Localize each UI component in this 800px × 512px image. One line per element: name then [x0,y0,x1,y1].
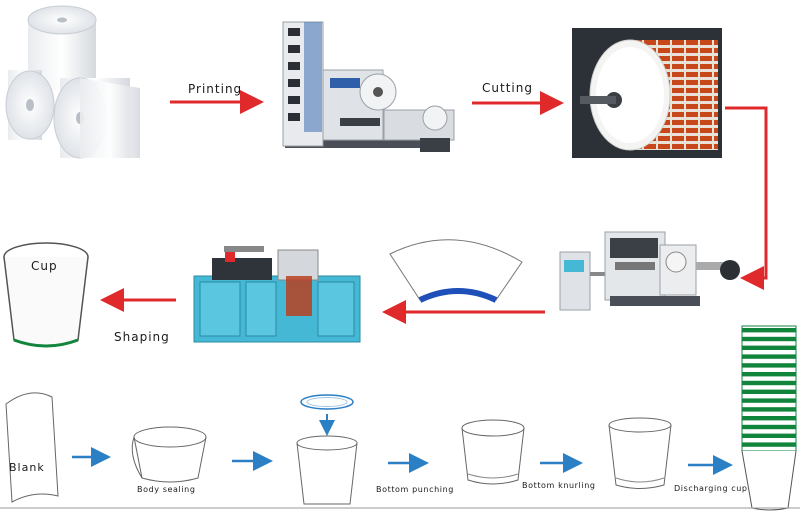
stack-stripe [742,389,796,394]
finished-cup-image [3,242,89,348]
blank-outline [5,392,59,503]
bottom-knurling-label: Bottom knurling [522,481,596,490]
discharging-cup-label: Discharging cup [674,484,748,493]
stack-stripe [742,424,796,430]
stack-stripe [742,380,796,386]
bottom-knurling-shape [461,419,525,485]
cup-blank-fan-image [389,239,523,303]
stack-stripe [742,328,796,333]
paper-rolls-image [5,5,140,159]
stack-stripe [742,407,796,412]
discharging-cup-shape [608,417,672,489]
printed-roll-image [572,28,722,158]
cup-label: Cup [31,259,58,273]
stack-stripe [742,433,796,438]
body-sealing-label: Body sealing [137,485,196,494]
stack-stripe [742,416,796,421]
cutting-label: Cutting [482,81,533,95]
stack-stripe [742,363,796,368]
cup-forming-machine-image [193,246,361,343]
blank-label: Blank [9,461,45,474]
stack-stripe [742,345,796,350]
bottom-punching-label: Bottom punching [376,485,454,494]
printing-machine-image [282,21,455,152]
shaping-label: Shaping [114,330,170,344]
stack-stripe [742,372,796,377]
die-cutting-machine-image [559,231,740,311]
printing-label: Printing [188,82,242,96]
stack-stripe [742,442,796,447]
stack-stripe [742,336,796,342]
cutting-to-diecut-arrow [725,106,768,290]
stack-stripe [742,398,796,403]
stacked-cups-image [741,325,797,511]
bottom-punching-shape [296,394,358,505]
body-sealing-shape [131,426,207,483]
stack-stripe [742,354,796,359]
